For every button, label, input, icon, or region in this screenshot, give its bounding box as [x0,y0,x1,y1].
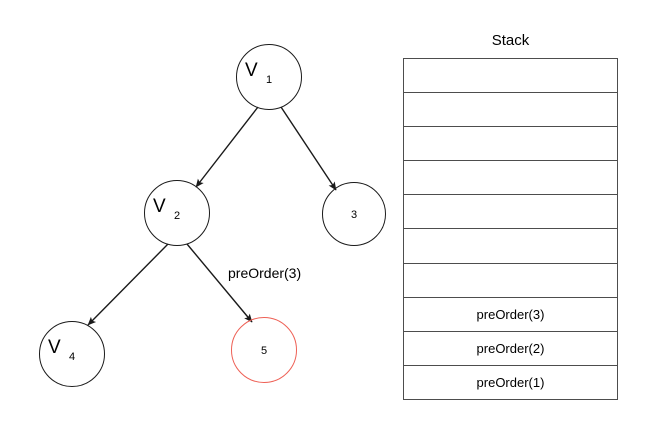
edge-label-preorder3: preOrder(3) [228,265,302,281]
stack-cell[interactable] [404,264,617,298]
edge-n1-n3 [280,106,337,191]
stack-cell[interactable] [404,93,617,128]
stack-cell[interactable]: preOrder(1) [476,374,545,390]
tree-node-v1-subscript: 1 [266,74,273,86]
stack-cell[interactable]: preOrder(3) [404,298,617,332]
tree-node-5-highlighted[interactable]: 5 [231,317,297,383]
tree-node-v2[interactable]: V 2 [144,180,210,246]
tree-node-3-label: 3 [350,209,358,221]
stack-cell[interactable]: preOrder(2) [404,332,617,366]
tree-node-v2-subscript: 2 [174,210,181,222]
stack-title: Stack [491,32,530,49]
tree-node-3[interactable]: 3 [322,182,386,246]
edge-n2-n4 [87,243,169,326]
stack-container: preOrder(3) preOrder(2) preOrder(1) [403,58,618,400]
tree-node-v2-prefix: V [153,196,166,217]
stack-cell[interactable] [404,59,617,94]
edge-n2-n5 [186,243,253,323]
stack-cell[interactable] [404,127,617,162]
stack-cell[interactable] [404,229,617,264]
tree-node-v1[interactable]: V 1 [236,44,302,110]
tree-node-5-label: 5 [260,345,268,357]
tree-node-v4-prefix: V [48,337,61,358]
stack-cell[interactable] [404,161,617,196]
tree-node-v4[interactable]: V 4 [39,321,105,387]
tree-node-v4-subscript: 4 [69,351,76,363]
tree-node-v1-prefix: V [245,60,258,81]
edge-n1-n2 [195,106,259,188]
stack-cell[interactable] [404,195,617,230]
